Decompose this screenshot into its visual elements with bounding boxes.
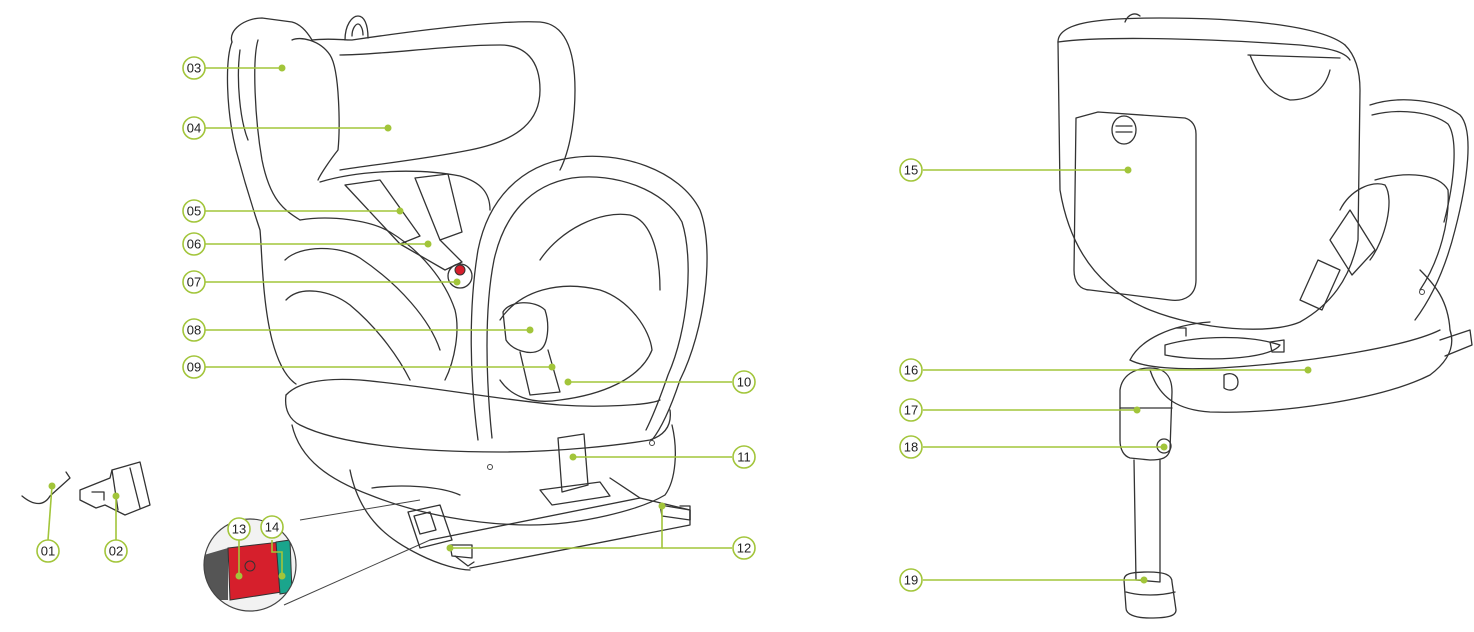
callout-15: 15 — [900, 159, 922, 181]
callout-06-label: 06 — [187, 237, 201, 252]
callout-03: 03 — [183, 57, 205, 79]
callout-07-label: 07 — [187, 275, 201, 290]
rear-view-car-seat — [1058, 14, 1472, 618]
callout-18: 18 — [900, 436, 922, 458]
callout-02: 02 — [105, 540, 127, 562]
callout-17-label: 17 — [904, 403, 918, 418]
callout-11: 11 — [733, 446, 755, 468]
callout-16: 16 — [900, 359, 922, 381]
callout-13-label: 13 — [232, 522, 246, 537]
callout-01: 01 — [37, 540, 59, 562]
callout-15-label: 15 — [904, 163, 918, 178]
callout-03-label: 03 — [187, 61, 201, 76]
callout-05: 05 — [183, 200, 205, 222]
callout-06: 06 — [183, 233, 205, 255]
accessories — [22, 462, 150, 515]
callout-19: 19 — [900, 569, 922, 591]
callout-10-label: 10 — [737, 375, 751, 390]
callout-12-label: 12 — [737, 541, 751, 556]
accessory-hook-icon — [22, 472, 70, 504]
callout-19-label: 19 — [904, 573, 918, 588]
front-view-car-seat — [227, 16, 707, 605]
callout-05-label: 05 — [187, 204, 201, 219]
callout-11-label: 11 — [737, 450, 751, 465]
callout-16-label: 16 — [904, 363, 918, 378]
callout-14: 14 — [261, 516, 283, 538]
callout-04: 04 — [183, 117, 205, 139]
callout-18-label: 18 — [904, 440, 918, 455]
callout-09: 09 — [183, 356, 205, 378]
callout-17: 17 — [900, 399, 922, 421]
callout-09-label: 09 — [187, 360, 201, 375]
callout-13: 13 — [228, 518, 250, 540]
callout-14-label: 14 — [265, 520, 279, 535]
callout-08: 08 — [183, 319, 205, 341]
callout-12: 12 — [733, 537, 755, 559]
callout-04-label: 04 — [187, 121, 201, 136]
callout-07: 07 — [183, 271, 205, 293]
callout-02-label: 02 — [109, 544, 123, 559]
callout-10: 10 — [733, 371, 755, 393]
callout-01-label: 01 — [41, 544, 55, 559]
callout-08-label: 08 — [187, 323, 201, 338]
